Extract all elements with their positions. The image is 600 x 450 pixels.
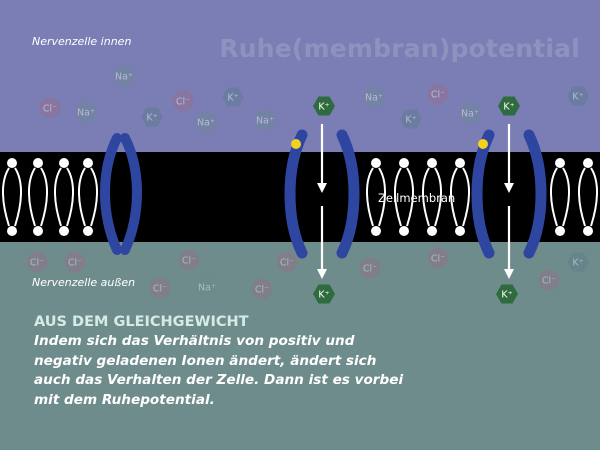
diagram-title: Ruhe(membran)potential	[219, 34, 580, 63]
sodium-ion: Na⁺	[459, 102, 481, 124]
phospholipid	[28, 158, 48, 236]
potassium-ion: K⁺	[496, 284, 518, 304]
svg-text:K⁺: K⁺	[405, 114, 416, 125]
svg-text:Cl⁻: Cl⁻	[176, 96, 190, 107]
phospholipid	[2, 158, 22, 236]
potassium-ion: K⁺	[141, 107, 163, 127]
svg-text:K⁺: K⁺	[572, 257, 583, 268]
svg-text:Cl⁻: Cl⁻	[280, 257, 294, 268]
chloride-ion: Cl⁻	[538, 269, 560, 291]
phospholipid	[550, 158, 570, 236]
svg-text:Na⁺: Na⁺	[198, 282, 216, 293]
chloride-ion: Cl⁻	[251, 278, 273, 300]
svg-text:Cl⁻: Cl⁻	[30, 257, 44, 268]
svg-text:Cl⁻: Cl⁻	[363, 263, 377, 274]
sodium-ion: Na⁺	[196, 276, 218, 298]
phospholipid	[78, 158, 98, 236]
phospholipid	[578, 158, 598, 236]
svg-text:K⁺: K⁺	[501, 289, 512, 300]
svg-text:K⁺: K⁺	[146, 112, 157, 123]
potassium-ion: K⁺	[313, 284, 335, 304]
chloride-ion: Cl⁻	[39, 97, 61, 119]
svg-text:Na⁺: Na⁺	[461, 108, 479, 119]
potassium-ion: K⁺	[222, 87, 244, 107]
chloride-ion: Cl⁻	[276, 251, 298, 273]
svg-text:K⁺: K⁺	[572, 91, 583, 102]
potassium-channel	[471, 124, 547, 279]
svg-text:Na⁺: Na⁺	[77, 107, 95, 118]
svg-text:Na⁺: Na⁺	[115, 71, 133, 82]
svg-text:Cl⁻: Cl⁻	[431, 89, 445, 100]
phospholipid	[450, 158, 470, 236]
chloride-ion: Cl⁻	[427, 83, 449, 105]
chloride-ion: Cl⁻	[178, 249, 200, 271]
gate-marker	[291, 139, 301, 149]
ion-channels	[100, 124, 547, 279]
svg-text:Na⁺: Na⁺	[365, 92, 383, 103]
sodium-ion: Na⁺	[113, 65, 135, 87]
phospholipid-bilayer	[2, 158, 598, 236]
sodium-ion: Na⁺	[195, 111, 217, 133]
potassium-ion: K⁺	[498, 96, 520, 116]
potassium-channel	[284, 124, 360, 279]
svg-text:Cl⁻: Cl⁻	[68, 257, 82, 268]
chloride-ion: Cl⁻	[149, 277, 171, 299]
sodium-ion: Na⁺	[363, 86, 385, 108]
inside-label: Nervenzelle innen	[32, 35, 132, 48]
sodium-ion: Na⁺	[75, 101, 97, 123]
chloride-ion: Cl⁻	[427, 247, 449, 269]
svg-text:Cl⁻: Cl⁻	[431, 253, 445, 264]
info-heading: AUS DEM GLEICHGEWICHT	[34, 314, 249, 330]
svg-text:K⁺: K⁺	[503, 101, 514, 112]
potassium-ion: K⁺	[313, 96, 335, 116]
svg-text:Cl⁻: Cl⁻	[255, 284, 269, 295]
outside-label: Nervenzelle außen	[32, 276, 136, 289]
svg-text:Cl⁻: Cl⁻	[542, 275, 556, 286]
gate-marker	[478, 139, 488, 149]
chloride-ion: Cl⁻	[172, 90, 194, 112]
svg-text:Cl⁻: Cl⁻	[182, 255, 196, 266]
chloride-ion: Cl⁻	[359, 257, 381, 279]
membrane-label: Zellmembran	[378, 191, 456, 205]
chloride-ion: Cl⁻	[26, 251, 48, 273]
svg-text:Na⁺: Na⁺	[197, 117, 215, 128]
cell-membrane	[0, 152, 600, 242]
phospholipid	[394, 158, 414, 236]
svg-text:K⁺: K⁺	[318, 289, 329, 300]
svg-text:K⁺: K⁺	[318, 101, 329, 112]
svg-text:Cl⁻: Cl⁻	[153, 283, 167, 294]
potassium-ion: K⁺	[567, 86, 589, 106]
sodium-ion: Na⁺	[254, 109, 276, 131]
phospholipid	[366, 158, 386, 236]
svg-text:Na⁺: Na⁺	[256, 115, 274, 126]
info-body: Indem sich das Verhältnis von positiv un…	[34, 333, 404, 408]
chloride-ion: Cl⁻	[64, 251, 86, 273]
ions: Na⁺ Cl⁻ Na⁺ K⁺ Cl⁻ Na⁺ K⁺ Na⁺ Na⁺ K⁺ Cl⁻ Na⁺ K⁺ Cl⁻ Cl…	[26, 65, 589, 304]
potassium-ion: K⁺	[567, 252, 589, 272]
svg-text:Cl⁻: Cl⁻	[43, 103, 57, 114]
phospholipid	[422, 158, 442, 236]
svg-text:K⁺: K⁺	[227, 92, 238, 103]
potassium-ion: K⁺	[400, 109, 422, 129]
info-text-block: AUS DEM GLEICHGEWICHT Indem sich das Ver…	[34, 314, 414, 410]
closed-ion-channel	[100, 133, 142, 255]
phospholipid	[54, 158, 74, 236]
